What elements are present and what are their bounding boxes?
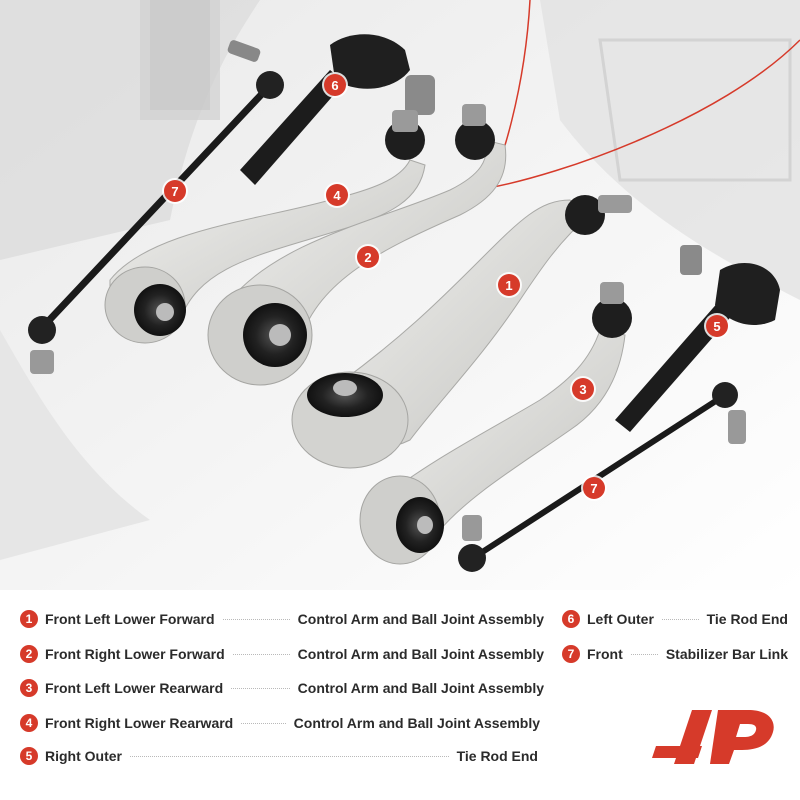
legend-item: 3 Front Left Lower Rearward Control Arm … bbox=[20, 677, 544, 699]
legend-item-position: Left Outer bbox=[587, 611, 654, 627]
legend-item: 1 Front Left Lower Forward Control Arm a… bbox=[20, 608, 544, 630]
legend-item-part: Tie Rod End bbox=[706, 611, 788, 627]
dotted-leader bbox=[661, 618, 699, 620]
part-number-badge-4: 4 bbox=[326, 184, 348, 206]
dotted-leader bbox=[241, 722, 286, 724]
dotted-leader bbox=[232, 653, 290, 655]
legend-item-number: 6 bbox=[562, 610, 580, 628]
legend-item-position: Front Left Lower Forward bbox=[45, 611, 215, 627]
legend-item-part: Control Arm and Ball Joint Assembly bbox=[297, 646, 544, 662]
part-number-badge-6: 6 bbox=[324, 74, 346, 96]
parts-illustration bbox=[0, 0, 800, 590]
dotted-leader bbox=[630, 653, 658, 655]
dotted-leader bbox=[231, 687, 290, 689]
legend-item-position: Front Right Lower Rearward bbox=[45, 715, 234, 731]
legend-item: 6 Left Outer Tie Rod End bbox=[562, 608, 788, 630]
product-photo: 1 2 3 4 5 6 7 7 bbox=[0, 0, 800, 590]
legend-item-position: Right Outer bbox=[45, 748, 122, 764]
legend-item: 4 Front Right Lower Rearward Control Arm… bbox=[20, 712, 540, 734]
part-number-badge-2: 2 bbox=[357, 246, 379, 268]
legend-item-number: 7 bbox=[562, 645, 580, 663]
legend-item-part: Control Arm and Ball Joint Assembly bbox=[293, 715, 540, 731]
part-number-badge-7-left: 7 bbox=[164, 180, 186, 202]
part-number-badge-1: 1 bbox=[498, 274, 520, 296]
part-number-badge-3: 3 bbox=[572, 378, 594, 400]
dotted-leader bbox=[222, 618, 290, 620]
parts-legend: 1 Front Left Lower Forward Control Arm a… bbox=[0, 600, 800, 800]
legend-item-part: Control Arm and Ball Joint Assembly bbox=[297, 611, 544, 627]
legend-item: 7 Front Stabilizer Bar Link bbox=[562, 643, 788, 665]
legend-item-part: Control Arm and Ball Joint Assembly bbox=[297, 680, 544, 696]
legend-item-part: Stabilizer Bar Link bbox=[665, 646, 788, 662]
legend-item-position: Front Left Lower Rearward bbox=[45, 680, 224, 696]
legend-item-position: Front bbox=[587, 646, 623, 662]
part-number-badge-5: 5 bbox=[706, 315, 728, 337]
brand-logo-icon bbox=[652, 710, 774, 764]
dotted-leader bbox=[130, 755, 449, 757]
legend-item-number: 2 bbox=[20, 645, 38, 663]
legend-item: 5 Right Outer Tie Rod End bbox=[20, 745, 538, 767]
legend-item-position: Front Right Lower Forward bbox=[45, 646, 225, 662]
legend-item-number: 3 bbox=[20, 679, 38, 697]
legend-item-number: 1 bbox=[20, 610, 38, 628]
legend-item-part: Tie Rod End bbox=[456, 748, 538, 764]
legend-item-number: 4 bbox=[20, 714, 38, 732]
part-number-badge-7-right: 7 bbox=[583, 477, 605, 499]
legend-item-number: 5 bbox=[20, 747, 38, 765]
legend-item: 2 Front Right Lower Forward Control Arm … bbox=[20, 643, 544, 665]
